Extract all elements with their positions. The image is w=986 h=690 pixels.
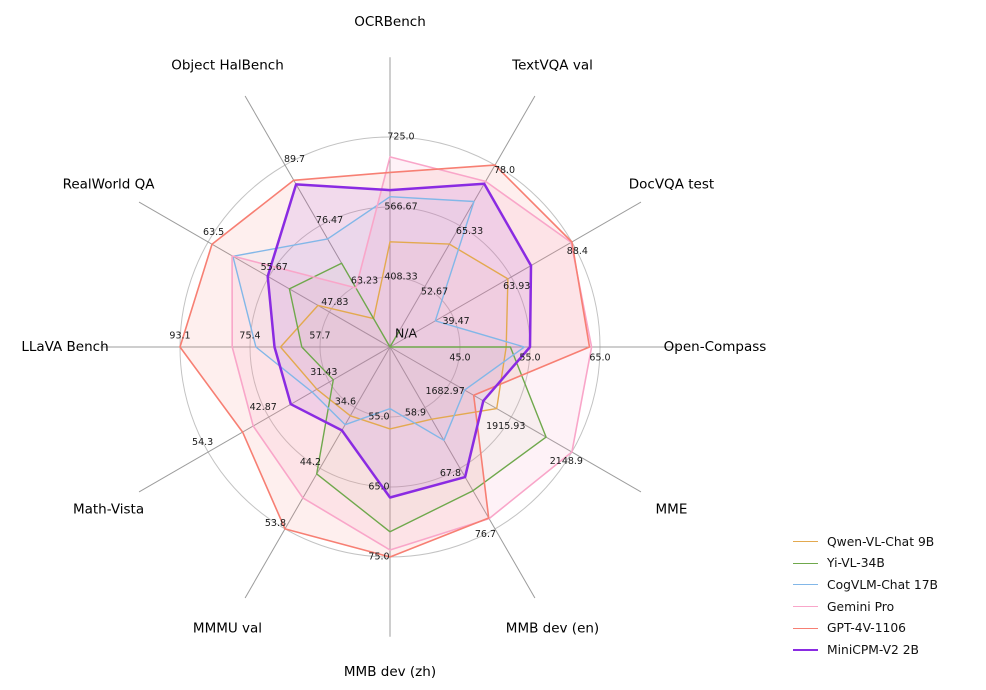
legend-line-swatch [793,648,818,651]
series-fill-4 [180,165,590,557]
tick-label: 76.47 [316,215,343,226]
tick-label: 58.9 [405,408,426,419]
legend-item: MiniCPM-V2 2B [793,639,938,661]
legend-line-swatch [793,562,818,564]
center-na-label: N/A [395,326,418,341]
legend-item: Gemini Pro [793,596,938,618]
tick-label: 1682.97 [425,386,464,397]
tick-label: 63.5 [203,227,224,238]
tick-label: 93.1 [169,331,190,342]
legend-line-swatch [793,541,818,543]
axis-label-11: Object HalBench [171,58,284,74]
tick-label: 2148.9 [550,456,583,467]
axis-spoke [138,201,391,348]
legend-label: Yi-VL-34B [827,556,885,571]
tick-label: 75.4 [239,331,260,342]
chart-legend: Qwen-VL-Chat 9B Yi-VL-34B CogVLM-Chat 17B G… [793,531,938,661]
axis-label-3: Open-Compass [664,339,767,355]
tick-label: 725.0 [387,132,414,143]
tick-label: 42.87 [250,402,277,413]
axis-label-1: TextVQA val [511,58,593,74]
tick-label: 408.33 [384,272,417,283]
tick-label: 52.67 [421,286,448,297]
series-line-3 [231,156,593,551]
legend-label: Gemini Pro [827,599,895,614]
axis-label-4: MME [656,502,688,518]
series-line-1 [288,262,547,533]
legend-line-swatch [793,606,818,608]
legend-label: MiniCPM-V2 2B [827,642,919,657]
tick-label: 45.0 [449,353,470,364]
tick-label: 55.0 [519,353,540,364]
tick-label: 31.43 [310,367,337,378]
axis-label-2: DocVQA test [629,177,714,193]
axis-label-9: LLaVA Bench [21,339,108,355]
legend-item: Yi-VL-34B [793,553,938,575]
axis-spoke [389,201,642,348]
tick-label: 76.7 [475,529,496,540]
axis-spoke [389,95,536,348]
tick-label: 75.0 [368,552,389,563]
tick-label: 57.7 [309,331,330,342]
tick-label: 44.2 [300,457,321,468]
tick-label: 55.0 [368,412,389,423]
axis-spoke [389,346,536,599]
axis-label-5: MMB dev (en) [506,620,599,636]
series-fill-2 [232,196,525,441]
axis-label-8: Math-Vista [73,502,144,518]
axis-spoke [138,346,391,493]
axis-label-6: MMB dev (zh) [344,664,436,680]
axis-label-7: MMMU val [193,620,262,636]
axis-label-10: RealWorld QA [63,177,156,193]
tick-label: 47.83 [321,297,348,308]
tick-label: 89.7 [284,154,305,165]
legend-line-swatch [793,584,818,586]
legend-label: CogVLM-Chat 17B [827,577,938,592]
legend-item: Qwen-VL-Chat 9B [793,531,938,553]
tick-label: 54.3 [192,437,213,448]
series-fill-3 [232,156,592,550]
legend-item: GPT-4V-1106 [793,617,938,639]
tick-label: 65.0 [368,482,389,493]
series-fill-0 [280,241,508,429]
axis-spoke [389,346,642,493]
legend-line-swatch [793,627,818,629]
legend-label: Qwen-VL-Chat 9B [827,534,935,549]
tick-label: 55.67 [261,262,288,273]
tick-label: 53.8 [265,518,286,529]
tick-label: 1915.93 [486,421,525,432]
legend-item: CogVLM-Chat 17B [793,574,938,596]
series-line-4 [179,164,591,558]
tick-label: 39.47 [443,316,470,327]
tick-label: 63.93 [503,281,530,292]
series-line-0 [279,241,509,430]
tick-label: 88.4 [567,246,588,257]
axis-label-0: OCRBench [354,14,426,30]
series-line-5 [266,182,533,499]
legend-label: GPT-4V-1106 [827,621,907,636]
tick-label: 34.6 [335,397,356,408]
tick-label: 65.0 [589,353,610,364]
tick-label: 67.8 [440,468,461,479]
tick-label: 78.0 [494,165,515,176]
series-fill-5 [267,183,531,498]
tick-label: 566.67 [384,202,417,213]
tick-label: 63.23 [351,275,378,286]
tick-label: 65.33 [456,226,483,237]
